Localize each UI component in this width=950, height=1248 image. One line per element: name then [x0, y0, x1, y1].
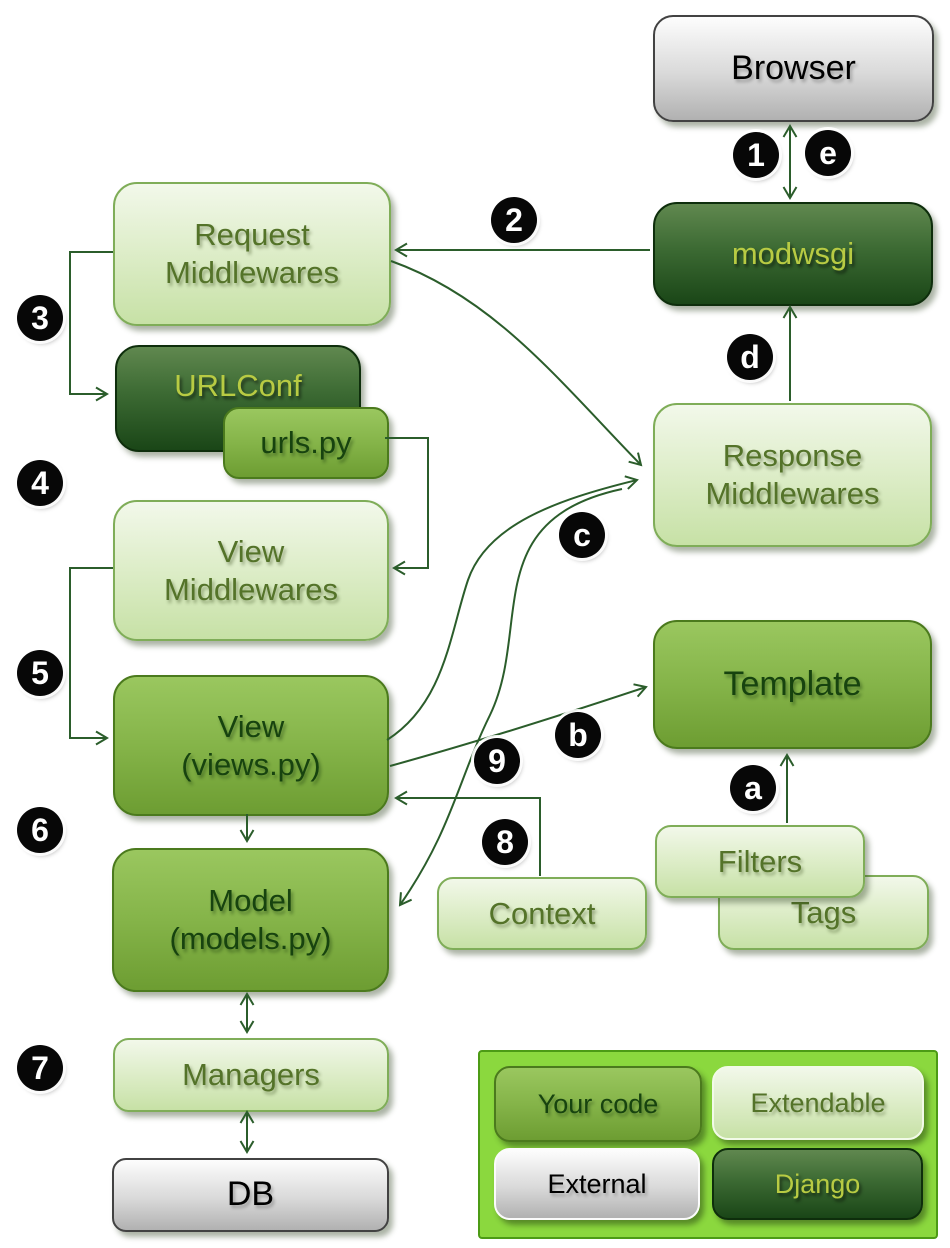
- step-badge-4: 4: [17, 460, 63, 506]
- step-badge-d: d: [727, 334, 773, 380]
- step-badge-6: 6: [17, 807, 63, 853]
- node-template: Template: [653, 620, 932, 749]
- node-managers: Managers: [113, 1038, 389, 1112]
- node-browser-label: Browser: [731, 48, 856, 87]
- step-badge-5: 5: [17, 650, 63, 696]
- node-urlconf-label: URLConf: [174, 367, 302, 403]
- node-browser: Browser: [653, 15, 934, 122]
- node-view-label: View (views.py): [181, 708, 321, 782]
- node-managers-label: Managers: [182, 1057, 320, 1093]
- node-filters: Filters: [655, 825, 865, 898]
- legend-item-your-code: Your code: [494, 1066, 702, 1142]
- node-modwsgi: modwsgi: [653, 202, 933, 306]
- legend-label-django: Django: [774, 1168, 861, 1199]
- step-badge-c: c: [559, 512, 605, 558]
- legend-item-django: Django: [712, 1148, 923, 1220]
- node-model: Model (models.py): [112, 848, 389, 992]
- node-response-middlewares: Response Middlewares: [653, 403, 932, 547]
- arrow-urls-py-view-middlewares: [385, 437, 429, 576]
- node-view: View (views.py): [113, 675, 389, 816]
- node-model-label: Model (models.py): [169, 883, 332, 956]
- node-request-middlewares-label: Request Middlewares: [164, 217, 339, 290]
- step-badge-9: 9: [474, 738, 520, 784]
- node-db-label: DB: [226, 1175, 275, 1214]
- arrow-request-middlewares-response-middlewares: [390, 260, 643, 467]
- node-tags-label: Tags: [790, 894, 857, 930]
- step-badge-1: 1: [733, 132, 779, 178]
- node-filters-label: Filters: [717, 843, 803, 879]
- node-context: Context: [437, 877, 647, 950]
- arrow-view-middlewares-view: [69, 567, 113, 746]
- arrow-view-response-middlewares: [386, 475, 639, 741]
- node-context-label: Context: [488, 895, 596, 931]
- node-urls-py-label: urls.py: [260, 425, 352, 461]
- legend-label-external: External: [547, 1168, 647, 1199]
- legend-label-extendable: Extendable: [750, 1087, 886, 1118]
- step-badge-7: 7: [17, 1045, 63, 1091]
- legend: Your code Extendable External Django: [478, 1050, 938, 1239]
- legend-label-your-code: Your code: [537, 1088, 659, 1119]
- node-view-middlewares-label: View Middlewares: [163, 533, 338, 607]
- step-badge-a: a: [730, 765, 776, 811]
- step-badge-e: e: [805, 130, 851, 176]
- arrow-request-middlewares-urlconf: [69, 251, 113, 402]
- node-template-label: Template: [723, 664, 862, 703]
- step-badge-b: b: [555, 712, 601, 758]
- step-badge-3: 3: [17, 295, 63, 341]
- node-urls-py: urls.py: [223, 407, 389, 479]
- step-badge-8: 8: [482, 819, 528, 865]
- node-db: DB: [112, 1158, 389, 1232]
- node-response-middlewares-label: Response Middlewares: [705, 438, 880, 511]
- node-request-middlewares: Request Middlewares: [113, 182, 391, 326]
- legend-item-extendable: Extendable: [712, 1066, 924, 1140]
- node-view-middlewares: View Middlewares: [113, 500, 389, 641]
- legend-item-external: External: [494, 1148, 700, 1220]
- step-badge-2: 2: [491, 197, 537, 243]
- node-modwsgi-label: modwsgi: [731, 236, 855, 272]
